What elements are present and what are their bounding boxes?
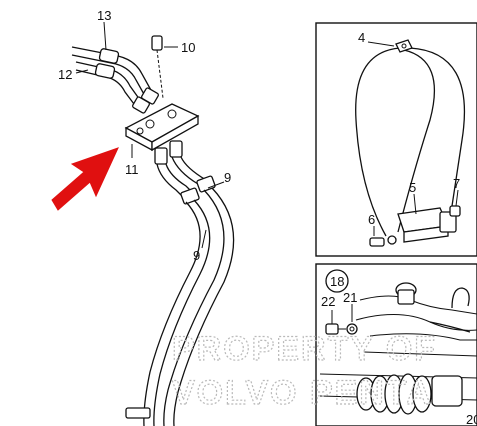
callout-11: 11 — [125, 162, 139, 177]
watermark: PROPERTY OF VOLVO PENTA — [171, 329, 437, 412]
callout-13: 13 — [97, 8, 111, 23]
callout-4: 4 — [358, 30, 365, 45]
callout-10: 10 — [181, 40, 195, 55]
callout-6: 6 — [368, 212, 375, 227]
red-arrow — [51, 147, 119, 211]
callout-9-upper: 9 — [224, 170, 231, 185]
inset-top-right: 4 5 7 6 — [315, 22, 477, 257]
hose-assembly-left: 13 10 12 11 9 9 — [51, 8, 235, 426]
callout-18: 18 — [330, 274, 344, 289]
callout-21: 21 — [343, 290, 357, 305]
watermark-line-1: PROPERTY OF — [172, 330, 437, 368]
upper-hose-pair — [71, 46, 159, 114]
callout-5: 5 — [409, 180, 416, 195]
inset-bottom-right: 18 22 21 20 — [315, 263, 477, 426]
callout-20: 20 — [466, 412, 477, 426]
callout-9-lower: 9 — [193, 248, 200, 263]
watermark-line-2: VOLVO PENTA — [172, 374, 433, 412]
callout-7: 7 — [453, 176, 460, 191]
corrugated-boot — [356, 373, 432, 415]
callout-18-circle — [325, 269, 349, 293]
mounting-block-part-11 — [124, 103, 200, 152]
bolt-part-10 — [151, 35, 164, 99]
callout-12: 12 — [58, 67, 72, 82]
callout-22: 22 — [321, 294, 335, 309]
lower-hose-pair — [125, 140, 235, 426]
